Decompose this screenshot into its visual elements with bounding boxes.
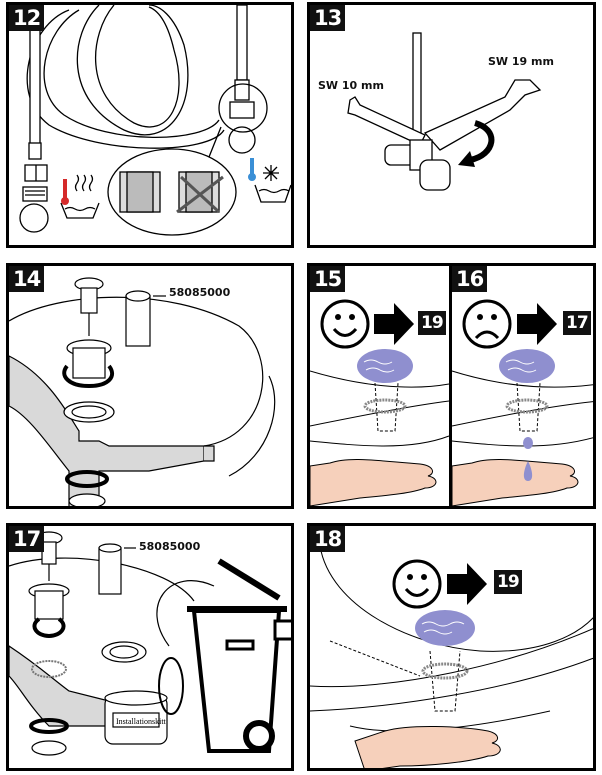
- panel-step-13: 13 SW 10 mm SW 19 mm: [307, 2, 596, 248]
- smiley-sad-icon: [462, 299, 512, 349]
- step-number: 14: [9, 266, 45, 292]
- arrow-right-icon: [447, 563, 487, 605]
- arrow-right-icon: [517, 303, 557, 345]
- cold-thermometer-icon: [250, 158, 254, 175]
- arrow-right-icon: [374, 303, 414, 345]
- wrench-illustration: [347, 32, 542, 191]
- leak-test-illustration: [310, 299, 593, 506]
- water-drop-icon: [523, 437, 533, 449]
- hose-illustration: [19, 5, 291, 236]
- popup-waste-illustration: [9, 277, 276, 506]
- goto-step-19-badge: 19: [418, 311, 446, 335]
- water-drop-icon: [523, 461, 533, 481]
- step-number: 12: [9, 5, 45, 31]
- reseal-illustration: Installationskitt: [9, 531, 291, 756]
- smiley-happy-icon: [392, 559, 442, 609]
- smiley-happy-icon: [320, 299, 370, 349]
- hot-thermometer-icon: [63, 179, 67, 199]
- leak-test-illustration: [310, 545, 593, 768]
- step-number-15: 15: [310, 266, 346, 292]
- step-number: 18: [310, 526, 346, 552]
- hand-illustration: [354, 725, 501, 768]
- step-number: 13: [310, 5, 346, 31]
- step-number: 17: [9, 526, 45, 552]
- panel-step-18: 18 19: [307, 523, 596, 771]
- panel-steps-15-16: 15 16 19 17: [307, 263, 596, 509]
- goto-step-19-badge: 19: [494, 570, 522, 594]
- panel-step-14: 14 58085000: [6, 263, 294, 509]
- goto-step-17-badge: 17: [563, 311, 591, 335]
- wrench-size-19-label: SW 19 mm: [488, 55, 554, 68]
- step-number-16: 16: [452, 266, 488, 292]
- panel-step-12: 12: [6, 2, 294, 248]
- panel-divider: [449, 266, 452, 506]
- hand-illustration: [451, 458, 579, 506]
- can-label: Installationskitt: [116, 717, 167, 726]
- panel-step-17: 17 58085000: [6, 523, 294, 771]
- wrench-size-10-label: SW 10 mm: [318, 79, 384, 92]
- part-number-label: 58085000: [139, 540, 201, 553]
- hand-illustration: [310, 458, 437, 506]
- part-number-label: 58085000: [169, 286, 231, 299]
